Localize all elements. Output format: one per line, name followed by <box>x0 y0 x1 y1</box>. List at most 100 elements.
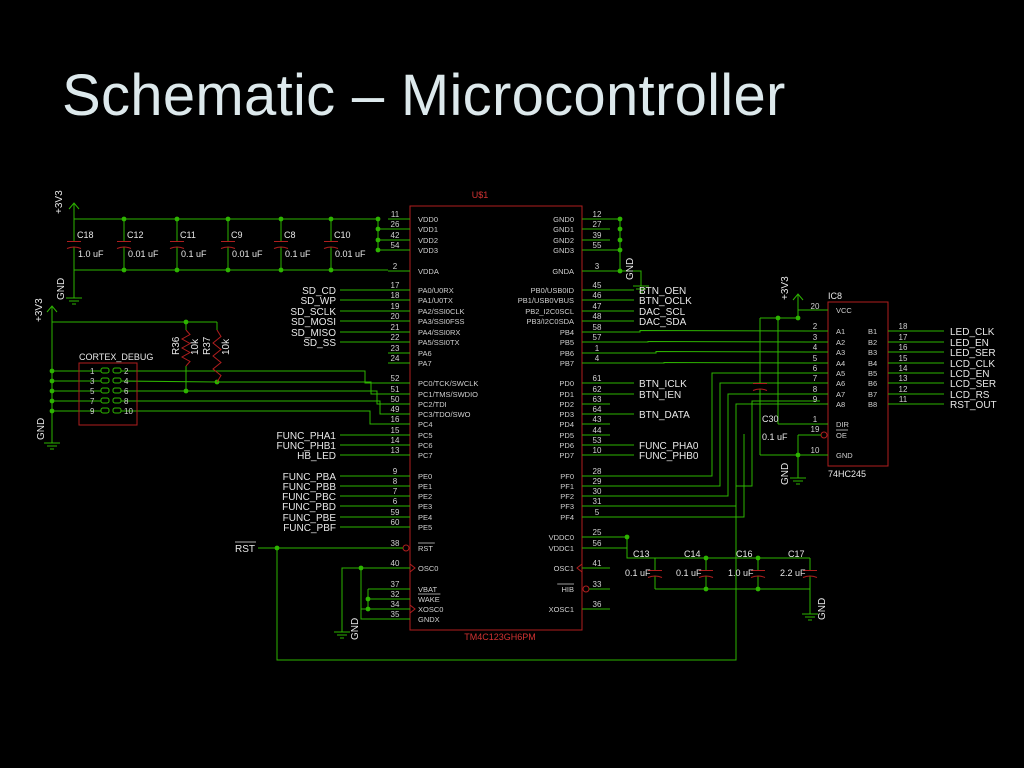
junction-dot <box>49 408 55 414</box>
mcu-pin-number: 32 <box>391 590 400 599</box>
mcu-pin-name: GNDX <box>418 615 440 624</box>
cap-value: 0.1 uF <box>625 568 651 578</box>
junction-dot <box>358 565 364 571</box>
net-label-sd_miso: SD_MISO <box>291 328 336 339</box>
mcu-pin-name: PE0 <box>418 472 432 481</box>
mcu-pin-number: 61 <box>593 374 602 383</box>
net-label-dac_sda: DAC_SDA <box>639 317 687 328</box>
mcu-pin-number: 53 <box>593 436 602 445</box>
mcu-pin-name: OSC0 <box>418 564 438 573</box>
ic-pin-number: 4 <box>813 343 818 352</box>
power-label-gnd: GND <box>625 258 636 280</box>
mcu-pin-name: PD7 <box>559 451 574 460</box>
wire <box>51 322 101 372</box>
mcu-body <box>409 205 583 631</box>
net-label-func_pbe: FUNC_PBE <box>283 513 337 524</box>
cap-value: 0.1 uF <box>285 249 311 259</box>
net-label-lcd_ser: LCD_SER <box>950 379 996 390</box>
cap-ref: C14 <box>684 549 701 559</box>
mcu-pin-number: 7 <box>393 487 398 496</box>
ic-pin-number: 1 <box>813 415 818 424</box>
capacitor-symbol <box>273 246 289 249</box>
junction-dot <box>375 247 381 253</box>
net-label-func_pbd: FUNC_PBD <box>282 502 336 513</box>
mcu-pin-name: PD6 <box>559 441 574 450</box>
mcu-pin-number: 47 <box>593 302 602 311</box>
mcu-pin-number: 64 <box>593 405 602 414</box>
resistor-ref: R36 <box>171 336 182 355</box>
ic-pin-number: 9 <box>813 395 818 404</box>
wire <box>186 390 388 405</box>
mcu-pin-name: PA2/SSI0CLK <box>418 307 465 316</box>
mcu-pin-name: PF0 <box>560 472 574 481</box>
cap-value: 1.0 uF <box>78 249 104 259</box>
net-label-func_pbf: FUNC_PBF <box>283 523 336 534</box>
wire <box>121 370 388 384</box>
mcu-pin-number: 26 <box>391 220 400 229</box>
mcu-pin-name: PB1/USB0VBUS <box>518 296 574 305</box>
capacitor-symbol <box>169 246 185 249</box>
ic-pin-name: B7 <box>868 390 877 399</box>
power-label-3v3: +3V3 <box>54 190 65 214</box>
capacitor-symbol <box>647 575 663 578</box>
net-label-lcd_clk: LCD_CLK <box>950 359 995 370</box>
wire <box>121 410 388 425</box>
cap-value: 0.01 uF <box>232 249 263 259</box>
junction-dot <box>49 398 55 404</box>
power-label-gnd: GND <box>36 418 47 440</box>
mcu-pin-number: 44 <box>593 426 602 435</box>
mcu-pin-name: PC6 <box>418 441 433 450</box>
net-label-sd_sclk: SD_SCLK <box>290 307 336 318</box>
wire <box>341 567 388 624</box>
mcu-pin-number: 39 <box>593 231 602 240</box>
power-label-gnd: GND <box>350 618 361 640</box>
mcu-pin-number: 51 <box>391 385 400 394</box>
mcu-pin-name: PA4/SSI0RX <box>418 328 460 337</box>
mcu-pin-number: 55 <box>593 241 602 250</box>
header-pin <box>100 367 110 374</box>
mcu-pin-name: PD3 <box>559 410 574 419</box>
net-label-sd_mosi: SD_MOSI <box>291 317 336 328</box>
mcu-pin-number: 3 <box>595 262 600 271</box>
ic-pin-number: 5 <box>813 354 818 363</box>
cap-ref: C16 <box>736 549 753 559</box>
junction-dot <box>617 216 623 222</box>
mcu-pin-name: VDDA <box>418 267 439 276</box>
cap-value: 2.2 uF <box>780 568 806 578</box>
net-label-btn_oclk: BTN_OCLK <box>639 296 692 307</box>
mcu-pin-number: 48 <box>593 312 602 321</box>
cap-value: 1.0 uF <box>728 568 754 578</box>
ic-pin-name: A6 <box>836 379 845 388</box>
mcu-pin-number: 27 <box>593 220 602 229</box>
mcu-pin-name: PE1 <box>418 482 432 491</box>
mcu-pin-name: XOSC0 <box>418 605 443 614</box>
mcu-pin-name: PE3 <box>418 502 432 511</box>
junction-dot <box>375 237 381 243</box>
mcu-pin-number: 12 <box>593 210 602 219</box>
mcu-pin-number: 59 <box>391 508 400 517</box>
ic-pin-name: B3 <box>868 348 877 357</box>
mcu-pin-name: PC5 <box>418 431 433 440</box>
net-label-dac_scl: DAC_SCL <box>639 307 686 318</box>
ic-pin-number: 20 <box>811 302 820 311</box>
mcu-pin-name: PC0/TCK/SWCLK <box>418 379 478 388</box>
mcu-pin-number: 13 <box>391 446 400 455</box>
ic-pin-number: 10 <box>811 446 820 455</box>
capacitor-symbol <box>802 575 818 578</box>
mcu-pin-name: OSC1 <box>554 564 574 573</box>
mcu-pin-number: 50 <box>391 395 400 404</box>
mcu-pin-name: VDDC0 <box>549 533 574 542</box>
mcu-pin-number: 40 <box>391 559 400 568</box>
ic-pin-number: 17 <box>899 333 908 342</box>
wire <box>610 393 810 497</box>
mcu-pin-number: 19 <box>391 302 400 311</box>
header-pin-number: 5 <box>90 387 95 396</box>
header-pin-number: 8 <box>124 397 129 406</box>
mcu-pin-number: 60 <box>391 518 400 527</box>
mcu-pin-name: GND2 <box>553 236 574 245</box>
mcu-part-name: TM4C123GH6PM <box>464 632 536 642</box>
wire <box>377 219 388 251</box>
ic-pin-name: A7 <box>836 390 845 399</box>
vcc-arrow <box>792 293 804 301</box>
mcu-pin-number: 62 <box>593 385 602 394</box>
